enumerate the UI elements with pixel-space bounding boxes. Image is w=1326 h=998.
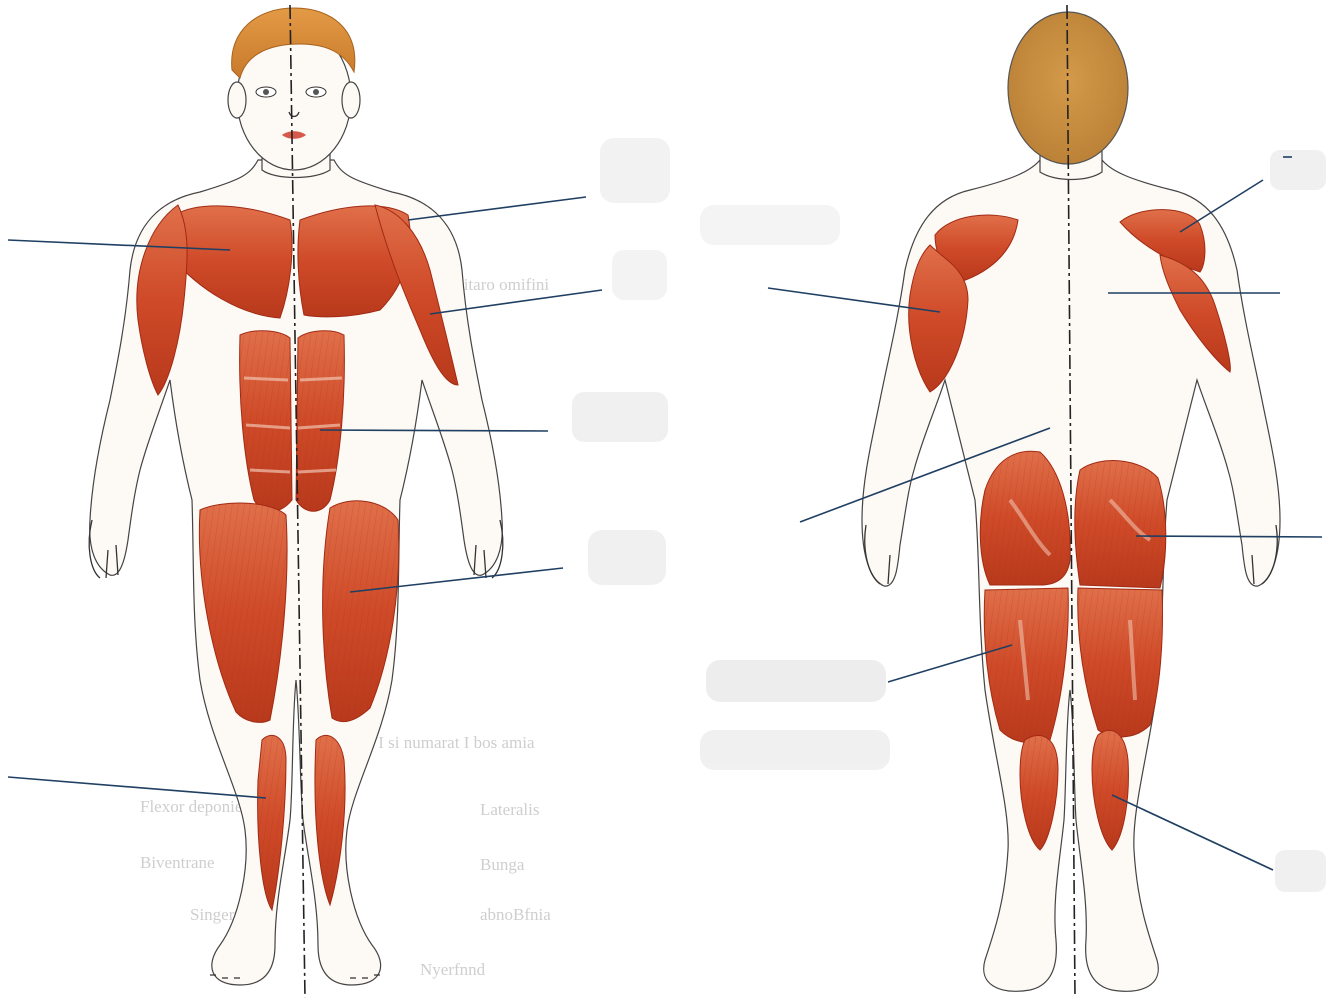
front-leader-tibialis — [8, 777, 266, 798]
bleed-word-1: Lateralis — [480, 800, 539, 819]
front-pupil-right — [313, 89, 319, 95]
back-leader-gastrocnemius — [1112, 795, 1273, 870]
front-leader-abdominis — [320, 430, 548, 431]
front-ear-left — [228, 82, 246, 118]
front-pupil-left — [263, 89, 269, 95]
front-view-figure — [89, 5, 503, 998]
back-leader-gluteus — [1136, 536, 1322, 537]
back-view-figure — [862, 5, 1280, 998]
bleed-word-3: Bunga — [480, 855, 525, 874]
bleed-word-2: Flexor deponie — [140, 797, 242, 816]
front-ear-right — [342, 82, 360, 118]
front-leader-deltoid — [408, 197, 586, 220]
bleed-word-5: abnoBfnia — [480, 905, 551, 924]
bleed-word-6: Singer — [190, 905, 235, 924]
bleed-word-4: Biventrane — [140, 853, 215, 872]
bleed-word-7: Nyerfnnd — [420, 960, 486, 979]
